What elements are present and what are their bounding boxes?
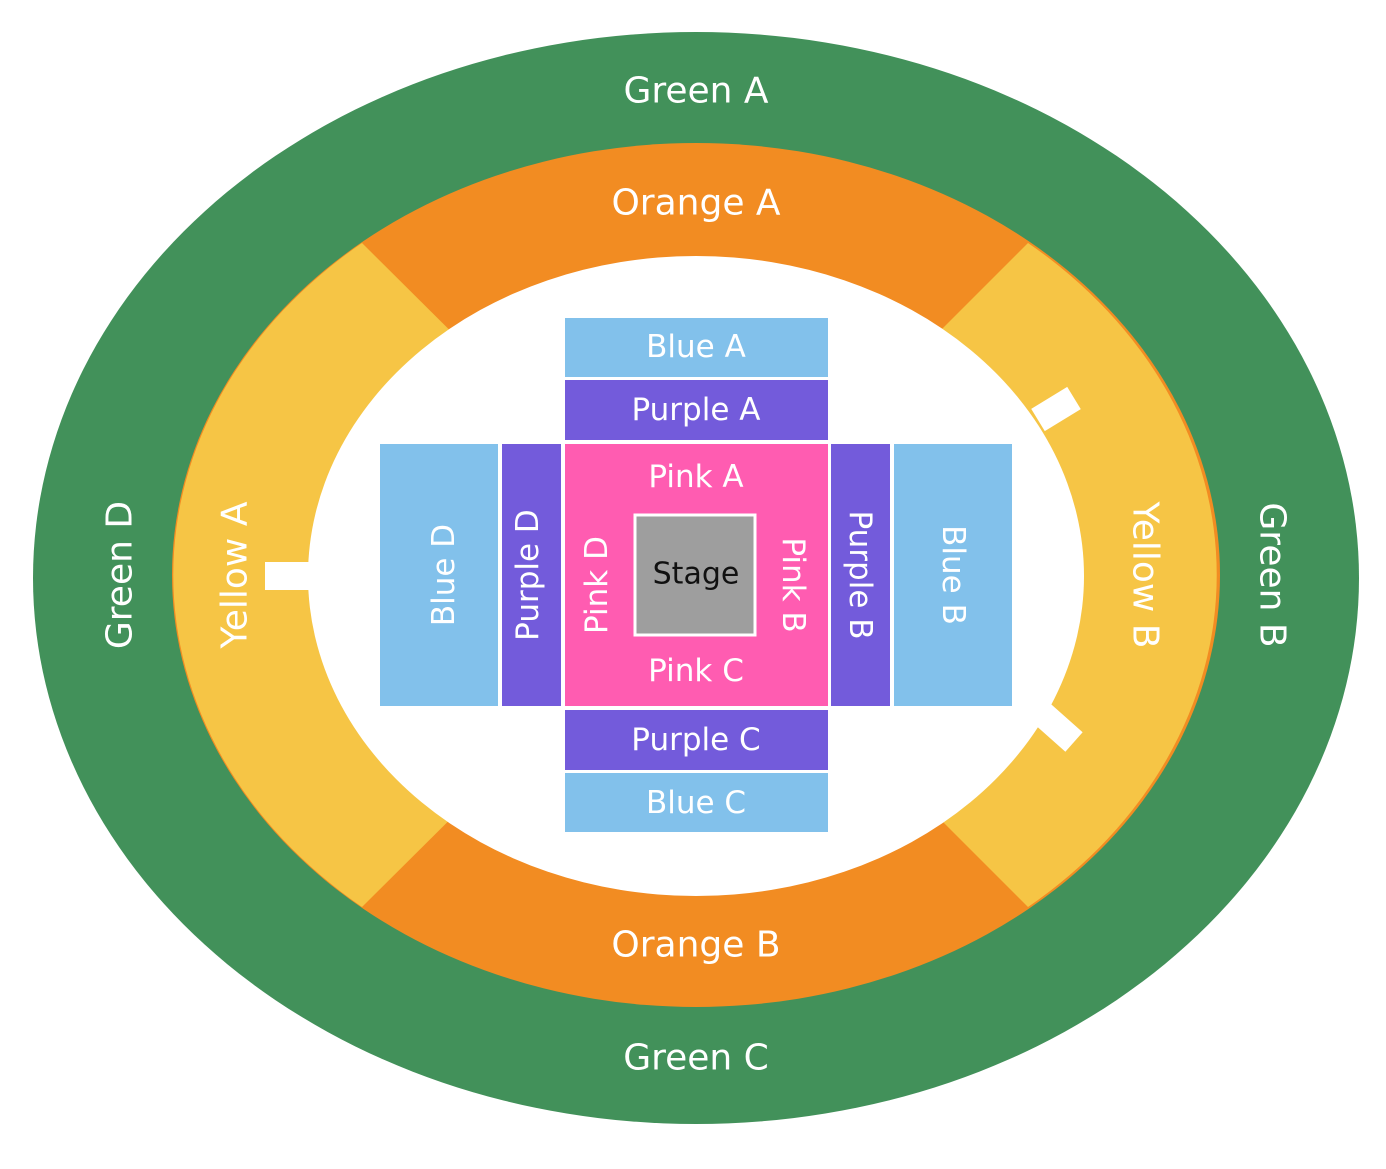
blue-d-section[interactable] [380, 444, 498, 706]
blue-b-section[interactable] [894, 444, 1012, 706]
green-c-label: Green C [623, 1038, 769, 1079]
purple-c-section[interactable] [565, 710, 828, 770]
orange-b-label: Orange B [611, 925, 780, 966]
stage-label: Stage [653, 557, 740, 592]
blue-d-label: Blue D [426, 524, 462, 626]
green-b-label: Green B [1252, 502, 1293, 647]
pink-a-label: Pink A [648, 459, 743, 495]
pink-c-label: Pink C [648, 653, 744, 689]
yellow-b-label: Yellow B [1125, 501, 1166, 649]
purple-d-label: Purple D [510, 509, 546, 641]
purple-b-label: Purple B [842, 510, 878, 639]
purple-a-label: Purple A [632, 392, 761, 428]
purple-d-section[interactable] [502, 444, 561, 706]
walkway-left [265, 562, 313, 590]
purple-c-label: Purple C [631, 722, 760, 758]
purple-b-section[interactable] [831, 444, 890, 706]
pink-b-label: Pink B [775, 537, 811, 632]
orange-a-label: Orange A [611, 183, 780, 224]
yellow-a-label: Yellow A [215, 501, 256, 649]
blue-a-label: Blue A [646, 329, 746, 365]
blue-c-label: Blue C [646, 785, 746, 821]
walkway-right-upper [1031, 386, 1081, 432]
blue-c-section[interactable] [565, 773, 828, 832]
stage [633, 513, 757, 637]
blue-a-section[interactable] [565, 318, 828, 377]
blue-b-label: Blue B [935, 525, 971, 625]
walkway-right-lower [1029, 700, 1083, 752]
pink-d-label: Pink D [579, 536, 615, 634]
green-d-label: Green D [100, 501, 141, 649]
green-a-label: Green A [623, 71, 768, 112]
purple-a-section[interactable] [565, 380, 828, 440]
